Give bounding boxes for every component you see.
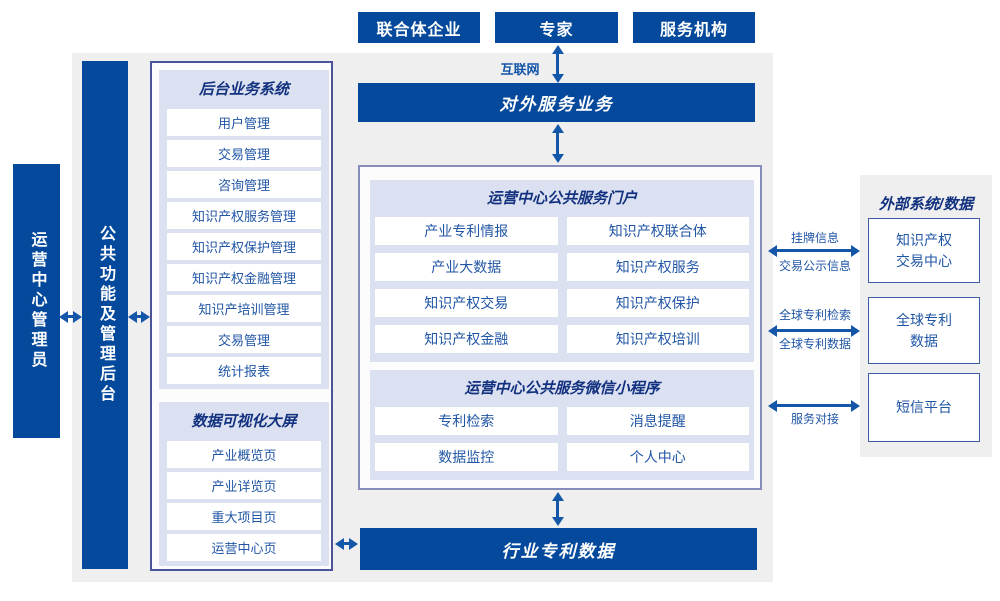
- portal-item: 知识产权培训: [566, 325, 749, 353]
- backend-item: 交易管理: [167, 140, 321, 167]
- external-systems-title: 外部系统/数据: [878, 196, 974, 213]
- miniprogram-grid: 专利检索 消息提醒 数据监控 个人中心: [375, 407, 749, 471]
- portal-item: 产业大数据: [375, 253, 558, 281]
- actor-expert-label: 专家: [539, 21, 574, 39]
- backend-item: 交易管理: [167, 326, 321, 353]
- miniprogram-item: 消息提醒: [566, 407, 749, 435]
- backend-item: 知识产培训管理: [167, 295, 321, 322]
- portal-item: 知识产权保护: [566, 289, 749, 317]
- portal-to-patent-double-arrow: [551, 492, 564, 526]
- backend-item: 用户管理: [167, 109, 321, 136]
- actor-box-consortium: 联合体企业: [358, 12, 480, 43]
- miniprogram-item: 专利检索: [375, 407, 558, 435]
- industry-patent-bar-label: 行业专利数据: [501, 541, 616, 561]
- dashboard-section: 数据可视化大屏 产业概览页 产业详览页 重大项目页 运营中心页: [159, 402, 329, 566]
- dashboard-item: 运营中心页: [167, 534, 321, 561]
- backend-item: 统计报表: [167, 357, 321, 384]
- service-to-portal-double-arrow: [551, 124, 564, 163]
- internet-double-arrow: [551, 45, 564, 83]
- backend-item: 咨询管理: [167, 171, 321, 198]
- portal-grid: 产业专利情报 知识产权联合体 产业大数据 知识产权服务 知识产权交易 知识产权保…: [375, 217, 749, 353]
- portal-section: 运营中心公共服务门户 产业专利情报 知识产权联合体 产业大数据 知识产权服务 知…: [370, 180, 754, 362]
- backend-to-system-double-arrow: [128, 310, 150, 323]
- link2-top-label: 全球专利检索: [778, 308, 851, 322]
- backend-system-section: 后台业务系统 用户管理 交易管理 咨询管理 知识产权服务管理 知识产权保护管理 …: [159, 70, 329, 389]
- backend-system-container: 后台业务系统 用户管理 交易管理 咨询管理 知识产权服务管理 知识产权保护管理 …: [150, 61, 333, 571]
- portal-item: 知识产权联合体: [566, 217, 749, 245]
- operation-admin-bar: 运营中心管理员: [13, 164, 60, 438]
- backend-system-title: 后台业务系统: [198, 81, 289, 98]
- external-box-ip-trade-center: 知识产权 交易中心: [868, 218, 980, 283]
- sms-double-arrow: [768, 399, 860, 412]
- portal-item: 产业专利情报: [375, 217, 558, 245]
- internet-label: 互联网: [500, 62, 540, 77]
- portal-title: 运营中心公共服务门户: [486, 190, 637, 207]
- external-box-sms-platform: 短信平台: [868, 373, 980, 442]
- admin-to-backend-double-arrow: [59, 310, 82, 323]
- portal-item: 知识产权交易: [375, 289, 558, 317]
- external-box-global-patent-data: 全球专利 数据: [868, 297, 980, 364]
- link1-bottom-label: 交易公示信息: [778, 259, 851, 273]
- actor-box-agency: 服务机构: [633, 12, 755, 43]
- backend-item: 知识产权金融管理: [167, 264, 321, 291]
- miniprogram-item: 数据监控: [375, 443, 558, 471]
- dashboard-item: 产业详览页: [167, 472, 321, 499]
- public-function-backend-label: 公共功能及管理后台: [97, 225, 114, 405]
- operation-center-container: 运营中心公共服务门户 产业专利情报 知识产权联合体 产业大数据 知识产权服务 知…: [358, 165, 762, 490]
- external-service-bar-label: 对外服务业务: [499, 95, 614, 114]
- portal-item: 知识产权金融: [375, 325, 558, 353]
- miniprogram-item: 个人中心: [566, 443, 749, 471]
- global-patent-double-arrow: [768, 324, 860, 337]
- dashboard-title: 数据可视化大屏: [191, 413, 297, 430]
- external-service-bar: 对外服务业务: [358, 83, 755, 122]
- backend-item: 知识产权保护管理: [167, 233, 321, 260]
- actor-consortium-label: 联合体企业: [376, 21, 462, 39]
- operation-admin-label: 运营中心管理员: [28, 231, 46, 371]
- actor-agency-label: 服务机构: [659, 21, 728, 39]
- miniprogram-title: 运营中心公共服务微信小程序: [464, 380, 660, 397]
- backend-item: 知识产权服务管理: [167, 202, 321, 229]
- link3-bottom-label: 服务对接: [790, 412, 839, 426]
- link1-top-label: 挂牌信息: [790, 231, 839, 245]
- dashboard-item: 产业概览页: [167, 441, 321, 468]
- ip-trade-double-arrow: [768, 244, 860, 257]
- public-function-backend-bar: 公共功能及管理后台: [82, 61, 128, 569]
- industry-patent-bar: 行业专利数据: [360, 528, 757, 570]
- actor-box-expert: 专家: [495, 12, 618, 43]
- portal-item: 知识产权服务: [566, 253, 749, 281]
- miniprogram-section: 运营中心公共服务微信小程序 专利检索 消息提醒 数据监控 个人中心: [370, 370, 754, 480]
- dashboard-item: 重大项目页: [167, 503, 321, 530]
- link2-bottom-label: 全球专利数据: [778, 337, 851, 351]
- system-to-patent-double-arrow: [335, 537, 358, 550]
